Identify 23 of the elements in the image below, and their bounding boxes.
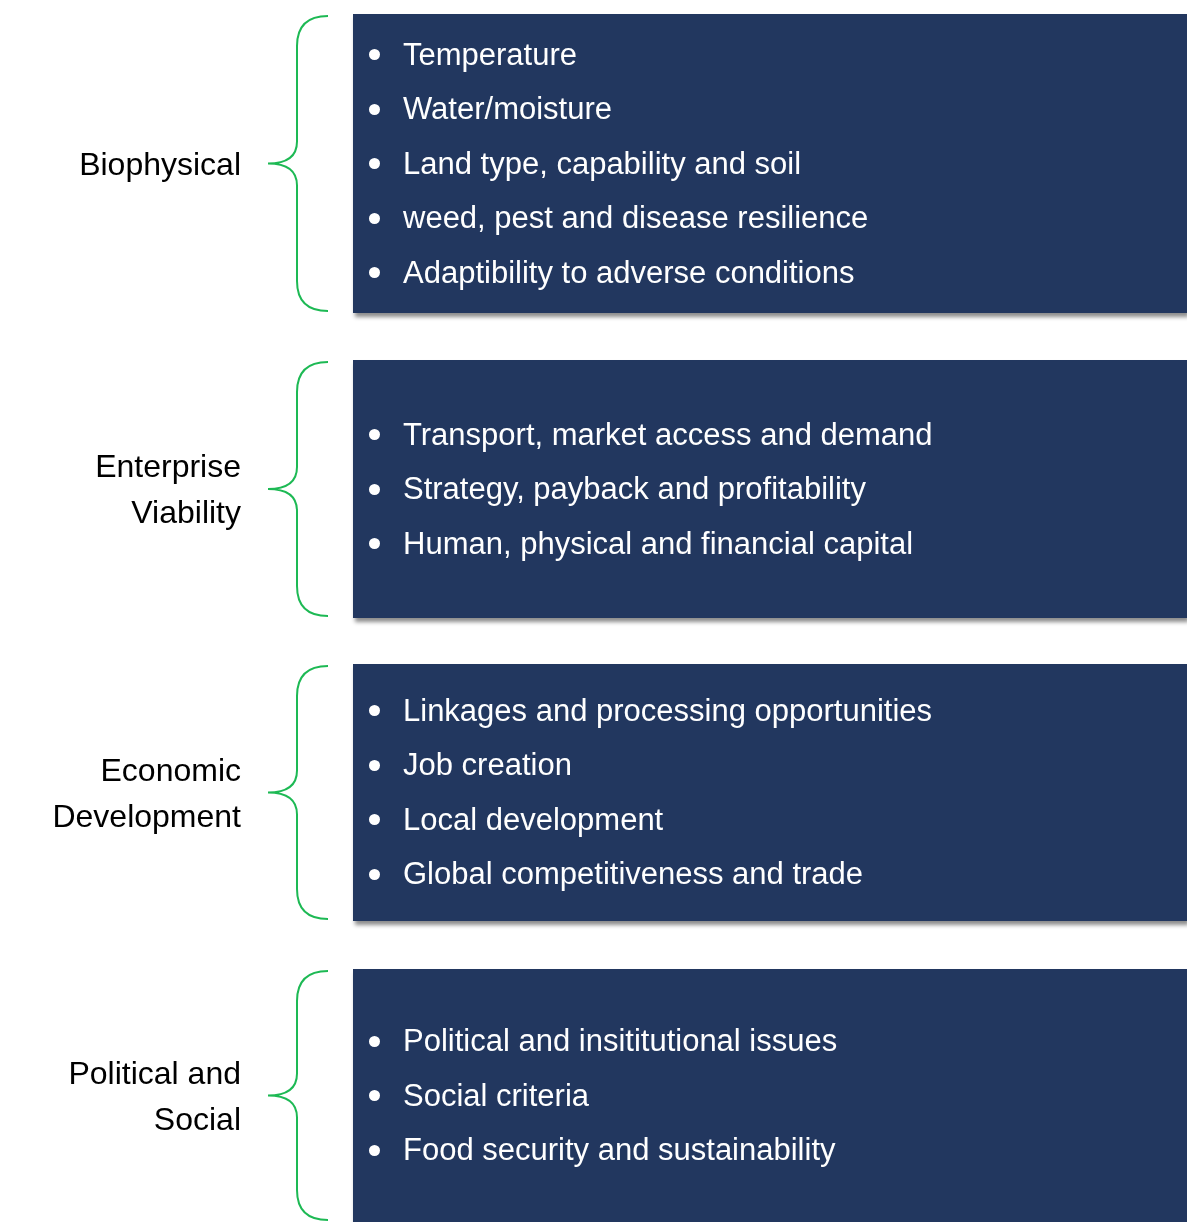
category-panel <box>353 969 1187 1222</box>
category-panel <box>353 14 1187 313</box>
bullet-text: Transport, market access and demand <box>403 416 933 453</box>
bullet-text: Political and insititutional issues <box>403 1023 838 1059</box>
bullet-text: Local development <box>403 801 664 838</box>
category-label: Biophysical <box>78 144 241 184</box>
bullet-text: Job creation <box>403 747 572 784</box>
bullet-text: Food security and sustainability <box>403 1132 836 1168</box>
bullet-text: Land type, capability and soil <box>403 145 802 182</box>
bullet-text: Human, physical and financial capital <box>403 525 914 562</box>
bullet-text: weed, pest and disease resilience <box>403 200 869 236</box>
category-label: Enterprise Viability <box>94 447 241 532</box>
category-panel <box>353 664 1187 921</box>
bullet-text: Adaptibility to adverse conditions <box>403 254 855 291</box>
category-label: Political and Social <box>67 1053 241 1139</box>
bullet-text: Temperature <box>403 36 578 73</box>
bullet-text: Linkages and processing opportunities <box>403 692 933 729</box>
bullet-text: Strategy, payback and profitability <box>403 471 866 507</box>
bullet-text: Global competitiveness and trade <box>403 856 864 893</box>
category-panel <box>353 360 1187 618</box>
category-label: Economic Development <box>51 750 241 836</box>
bullet-text: Water/moisture <box>403 91 612 127</box>
bullet-text: Social criteria <box>403 1077 590 1114</box>
